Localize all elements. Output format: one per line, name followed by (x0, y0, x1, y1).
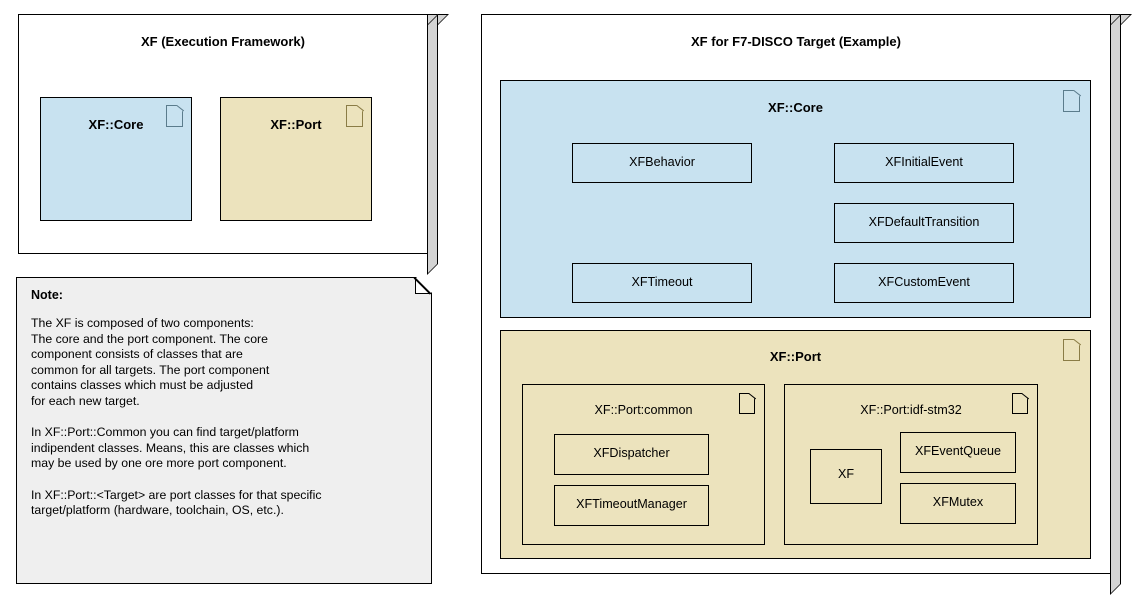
package-title: XF (Execution Framework) (141, 34, 305, 49)
component-page-icon (166, 105, 183, 127)
component-xf-port-label: XF::Port (270, 117, 322, 132)
class-label: XFDispatcher (593, 446, 670, 460)
class-label: XFTimeoutManager (576, 497, 687, 511)
class-label: XFCustomEvent (878, 275, 970, 289)
package-xf-execution-framework[interactable]: XF (Execution Framework) XF::Core XF::Po… (18, 14, 449, 275)
component-page-icon (1063, 90, 1080, 112)
component-xf-port-idf-stm32[interactable]: XF::Port:idf-stm32 XF XFEventQueue XFMut… (784, 384, 1038, 545)
note-body: The XF is composed of two components: Th… (31, 316, 322, 518)
component-xf-port[interactable]: XF::Port (220, 97, 372, 221)
component-xf-core-label: XF::Core (88, 117, 144, 132)
note-fold-corner (415, 278, 431, 294)
class-label: XFDefaultTransition (868, 215, 980, 229)
component-page-icon (739, 393, 755, 414)
package-xf-f7-disco-target[interactable]: XF for F7-DISCO Target (Example) XF::Cor… (481, 14, 1132, 595)
component-xf-port-label: XF::Port (769, 349, 822, 364)
class-box[interactable]: XFDispatcher (554, 434, 709, 475)
class-box[interactable]: XFMutex (900, 483, 1016, 524)
component-xf-port-idf-stm32-label: XF::Port:idf-stm32 (860, 403, 962, 417)
class-box[interactable]: XFDefaultTransition (834, 203, 1014, 243)
component-page-icon (1063, 339, 1080, 361)
class-box[interactable]: XF (810, 449, 882, 504)
component-xf-port[interactable]: XF::Port XF::Port:common XFDispatcher XF… (500, 330, 1091, 559)
package-bevel-right (427, 14, 438, 275)
class-box[interactable]: XFEventQueue (900, 432, 1016, 473)
class-label: XFBehavior (629, 155, 695, 169)
class-box[interactable]: XFInitialEvent (834, 143, 1014, 183)
component-page-icon (1012, 393, 1028, 414)
component-page-icon (346, 105, 363, 127)
component-xf-core[interactable]: XF::Core (40, 97, 192, 221)
class-label: XFMutex (932, 495, 984, 509)
class-box[interactable]: XFBehavior (572, 143, 752, 183)
class-box[interactable]: XFTimeoutManager (554, 485, 709, 526)
class-box[interactable]: XFTimeout (572, 263, 752, 303)
class-label: XFInitialEvent (885, 155, 963, 169)
component-xf-port-common-label: XF::Port:common (594, 403, 693, 417)
package-title: XF for F7-DISCO Target (Example) (691, 34, 901, 49)
note-box[interactable]: Note: The XF is composed of two componen… (16, 277, 432, 584)
component-xf-port-common[interactable]: XF::Port:common XFDispatcher XFTimeoutMa… (522, 384, 765, 545)
class-box[interactable]: XFCustomEvent (834, 263, 1014, 303)
class-label: XF (837, 467, 855, 481)
note-title: Note: (31, 288, 63, 302)
package-bevel-right (1110, 14, 1121, 595)
class-label: XFEventQueue (914, 444, 1002, 458)
class-label: XFTimeout (631, 275, 693, 289)
component-xf-core[interactable]: XF::Core XFBehavior XFTimeout XFInitialE… (500, 80, 1091, 318)
component-xf-core-label: XF::Core (768, 100, 823, 115)
